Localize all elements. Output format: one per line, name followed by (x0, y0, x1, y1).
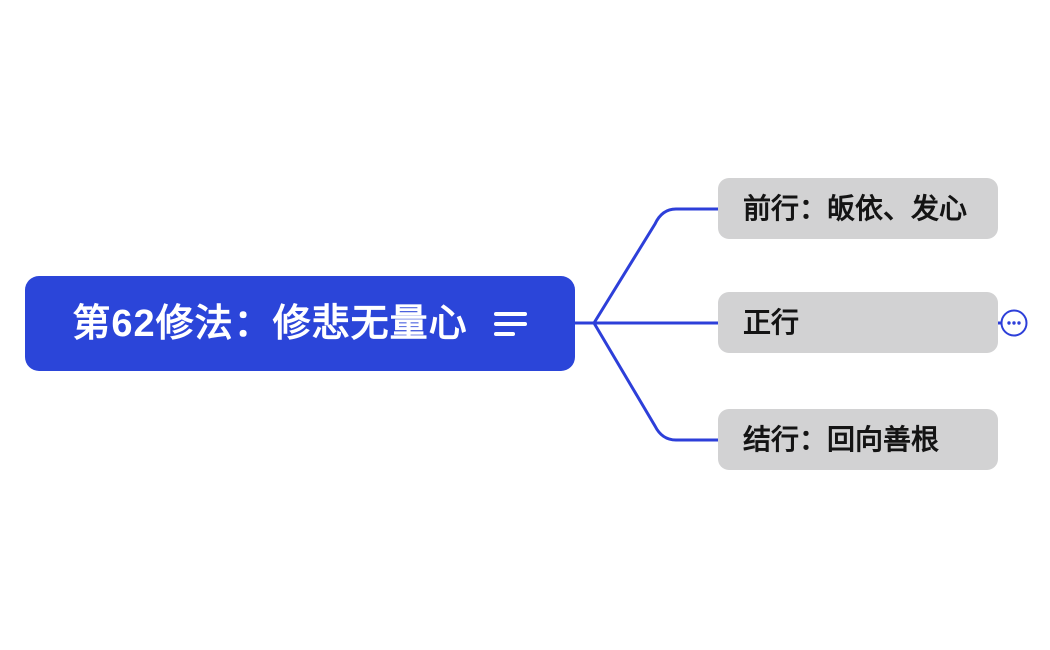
notes-icon[interactable] (493, 311, 528, 336)
notes-icon-bar (493, 321, 527, 326)
branch-node-zhengxing[interactable]: 正行 (718, 292, 998, 353)
branch-node-label: 前行：皈依、发心 (743, 192, 968, 224)
branch-node-label: 正行 (743, 306, 800, 338)
branch-node-label: 结行：回向善根 (743, 423, 940, 455)
notes-icon-bar (493, 311, 527, 316)
notes-icon-bar (493, 331, 515, 336)
root-node[interactable]: 第62修法：修悲无量心 (25, 276, 575, 371)
root-node-label: 第62修法：修悲无量心 (72, 302, 468, 345)
ellipsis-dot (1007, 321, 1011, 325)
ellipsis-dot (1012, 321, 1016, 325)
branch-node-jiexing[interactable]: 结行：回向善根 (718, 409, 998, 470)
collapse-indicator[interactable] (1000, 309, 1028, 337)
branch-node-qianxing[interactable]: 前行：皈依、发心 (718, 178, 998, 239)
connector-root-to-child-1 (573, 207, 720, 325)
connector-root-to-child-3 (573, 321, 720, 442)
ellipsis-dot (1017, 321, 1021, 325)
